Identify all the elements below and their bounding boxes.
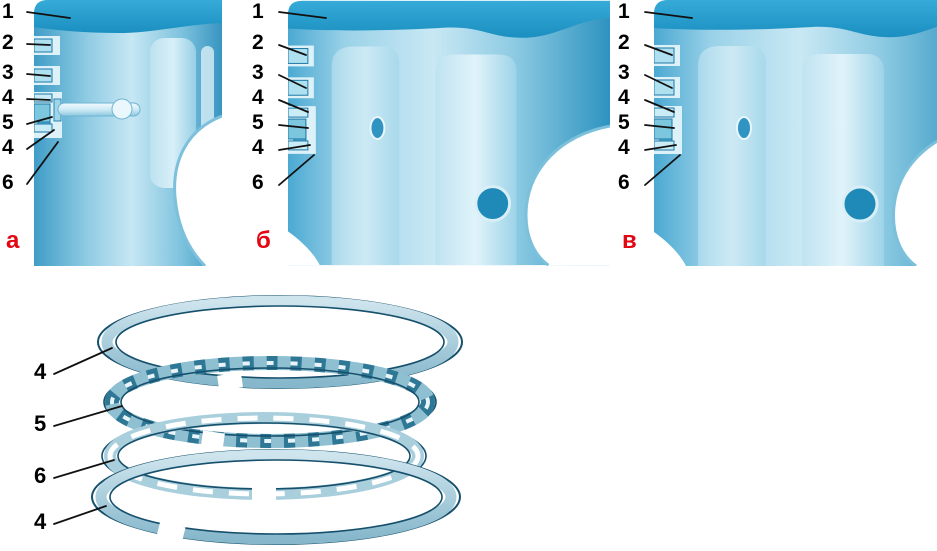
callout-label: 3 (618, 61, 630, 84)
callout-label: 4 (34, 359, 47, 384)
interior-arch-rim (892, 139, 937, 266)
callout-label: 5 (2, 111, 14, 134)
callout-label: 4 (2, 136, 14, 159)
panel-letter: б (256, 227, 271, 254)
callout-label: 3 (2, 61, 14, 84)
oil-ring-rail-bottom-ring (91, 449, 461, 545)
interior-arch-rim (173, 114, 222, 266)
compression-ring-top (34, 38, 53, 53)
panel-b: 1 2 3 4 5 4 6 б (248, 0, 610, 268)
oil-ring-radial-expander-ring (101, 412, 427, 500)
oil-ring-rail-bottom (34, 123, 53, 133)
oil-ring-rail-top (288, 107, 309, 118)
piston-section-c-art (654, 0, 937, 266)
bottom-left-cut (654, 232, 686, 266)
panel-c: 1 2 3 4 5 4 6 в (614, 0, 937, 268)
compression-ring-second (288, 79, 309, 96)
oil-ring-axial-expander-ring (103, 356, 437, 448)
oil-ring-rail-bottom (288, 140, 309, 151)
callout-label: 6 (34, 463, 47, 488)
panel-letter: а (6, 227, 20, 254)
callout-label: 5 (252, 111, 264, 134)
callout-label: 4 (618, 86, 630, 109)
oil-ring-axial-expander (34, 103, 51, 123)
skirt-band (698, 46, 766, 266)
oil-ring-axial-expander (654, 118, 673, 140)
callout-label: 4 (252, 86, 264, 109)
callout-label: 4 (252, 136, 264, 159)
callout-label: 3 (252, 61, 264, 84)
oil-ring-rail-top (654, 107, 675, 118)
compression-ring-second (34, 68, 53, 83)
callout-label: 6 (252, 171, 264, 194)
callout-label: 6 (618, 171, 630, 194)
piston-section-a-art (34, 0, 222, 266)
callout-label: 4 (34, 509, 47, 534)
boss-column (435, 54, 517, 266)
panel-a: 1 2 3 4 5 4 6 а (0, 0, 224, 268)
piston-crown (34, 0, 222, 33)
oil-ring-axial-expander (288, 118, 307, 140)
boss-column (802, 54, 884, 266)
interior-arch (893, 141, 937, 266)
oil-ring-rail-bottom (654, 140, 675, 151)
pin-bore (841, 185, 879, 223)
callout-label: 1 (252, 0, 264, 23)
oil-drain-hole (736, 116, 752, 140)
compression-ring-second (654, 79, 675, 96)
compression-ring-top (654, 47, 675, 64)
callout-label: 1 (618, 0, 630, 23)
oil-ring-rail-top (34, 93, 53, 103)
callout-label: 4 (2, 86, 14, 109)
callout-label: 2 (618, 31, 630, 54)
callout-label: 1 (2, 0, 14, 23)
exploded-view: 4 5 6 4 (8, 284, 498, 551)
compression-ring-top (288, 48, 309, 64)
oil-ring-exploded-art (53, 295, 463, 545)
piston-section-b-art (288, 0, 610, 266)
callout-label: 2 (252, 31, 264, 54)
piston-crown (654, 0, 937, 38)
pin-bore (474, 185, 512, 222)
callout-label: 6 (2, 171, 14, 194)
callout-label: 5 (34, 411, 47, 436)
oil-drain-hole (369, 116, 386, 140)
interior-arch-rim (524, 124, 610, 266)
skirt-band (331, 46, 400, 266)
panel-letter: в (622, 227, 637, 254)
oil-ring-rail-top-ring (97, 295, 463, 391)
pin-end (111, 98, 133, 120)
piston-crown (288, 0, 610, 38)
bottom-left-cut (288, 231, 320, 266)
callout-label: 4 (618, 136, 630, 159)
exploded-leader-lines (53, 347, 123, 525)
interior-arch (174, 116, 222, 266)
callout-label: 5 (618, 111, 630, 134)
callout-label: 2 (2, 31, 14, 54)
